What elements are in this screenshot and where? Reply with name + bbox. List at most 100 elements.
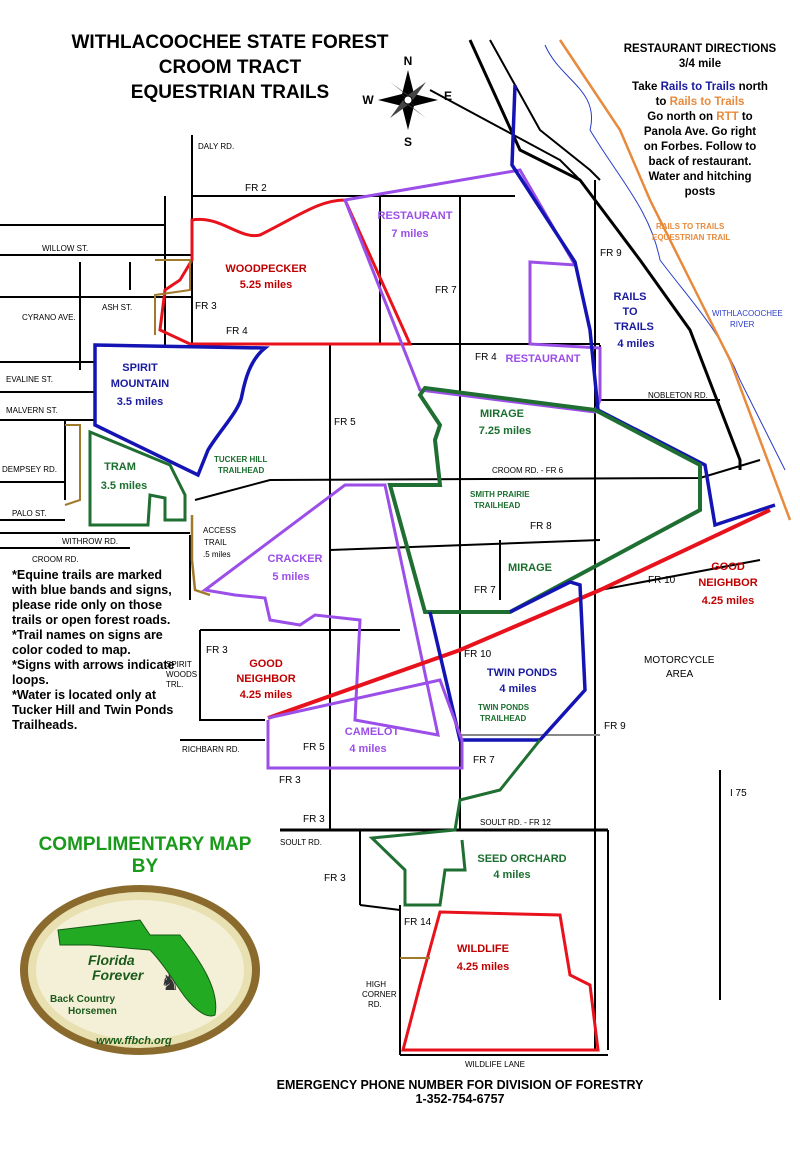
cracker-trail bbox=[201, 483, 440, 737]
road-fr7a: FR 7 bbox=[435, 285, 457, 296]
road-i75: I 75 bbox=[730, 788, 747, 799]
directions-distance: 3/4 mile bbox=[678, 58, 722, 70]
road-cyrano: CYRANO AVE. bbox=[22, 313, 76, 322]
rails-miles: 4 miles bbox=[617, 338, 654, 350]
road-fr2: FR 2 bbox=[245, 183, 267, 194]
logo-florida: Florida bbox=[88, 952, 135, 968]
rails-l2: TO bbox=[622, 306, 638, 318]
road-highcorner1: HIGH bbox=[366, 980, 386, 989]
compass-rose: N S E W bbox=[362, 54, 452, 149]
logo-back: Back Country bbox=[50, 994, 115, 1005]
gn-west-l2: NEIGHBOR bbox=[236, 673, 295, 685]
tucker-hill-2: TRAILHEAD bbox=[218, 466, 264, 475]
dir-l8: posts bbox=[684, 186, 716, 198]
rails-l3: TRAILS bbox=[614, 321, 654, 333]
rtte-2: EQUESTRIAN TRAIL bbox=[652, 233, 730, 242]
access-2: TRAIL bbox=[204, 538, 227, 547]
smith-prairie-2: TRAILHEAD bbox=[474, 501, 520, 510]
river-2: RIVER bbox=[730, 320, 755, 329]
restaurant-miles: 7 miles bbox=[391, 228, 428, 240]
cracker-miles: 5 miles bbox=[272, 571, 309, 583]
comp-line-1: COMPLIMENTARY MAP bbox=[38, 834, 252, 855]
withlacoochee-river bbox=[544, 44, 786, 471]
road-fr3c: FR 3 bbox=[279, 775, 301, 786]
dir-l1a: Take bbox=[632, 81, 661, 93]
road-soultfr12: SOULT RD. - FR 12 bbox=[480, 818, 551, 827]
title-line-1: WITHLACOOCHEE STATE FOREST bbox=[71, 32, 389, 53]
road-dempsey: DEMPSEY RD. bbox=[2, 465, 57, 474]
road-fr10a: FR 10 bbox=[648, 575, 676, 586]
comp-line-2: BY bbox=[131, 856, 159, 877]
road-fr5b: FR 5 bbox=[303, 742, 325, 753]
dir-l1c: north bbox=[735, 81, 768, 93]
compass-s: S bbox=[404, 135, 412, 149]
road-fr4a: FR 4 bbox=[226, 326, 248, 337]
dir-l3c: to bbox=[738, 111, 753, 123]
twinponds-name: TWIN PONDS bbox=[487, 667, 557, 679]
rails-trail bbox=[510, 84, 776, 528]
road-fr14: FR 14 bbox=[404, 917, 432, 928]
road-spiritwoods2: WOODS bbox=[166, 670, 197, 679]
road-fr5a: FR 5 bbox=[334, 417, 356, 428]
access-trail bbox=[190, 515, 211, 597]
road-fr4b: FR 4 bbox=[475, 352, 497, 363]
road-withrow: WITHROW RD. bbox=[62, 537, 118, 546]
road-fr8: FR 8 bbox=[530, 521, 552, 532]
note-2: *Trail names on signs are color coded to… bbox=[12, 628, 163, 657]
good-neighbor-trail bbox=[267, 508, 771, 720]
rails-to-trails-line bbox=[558, 39, 792, 521]
road-croomfr6: CROOM RD. - FR 6 bbox=[492, 466, 564, 475]
gn-east-l1: GOOD bbox=[711, 561, 745, 573]
mirage-name: MIRAGE bbox=[480, 408, 524, 420]
spirit-l1: SPIRIT bbox=[122, 362, 158, 374]
woodpecker-trail bbox=[158, 198, 413, 346]
mirage-trail bbox=[387, 385, 702, 614]
gn-east-l2: NEIGHBOR bbox=[698, 577, 757, 589]
seedorchard-name: SEED ORCHARD bbox=[477, 853, 566, 865]
road-fr3b: FR 3 bbox=[206, 645, 228, 656]
access-3: .5 miles bbox=[203, 550, 231, 559]
florida-shape bbox=[57, 919, 217, 1017]
gn-east-miles: 4.25 miles bbox=[702, 595, 755, 607]
road-fr3d: FR 3 bbox=[303, 814, 325, 825]
dir-l7: Water and hitching bbox=[648, 171, 752, 183]
complimentary-heading: COMPLIMENTARY MAP BY bbox=[10, 834, 280, 878]
wildlife-trail bbox=[401, 910, 600, 1052]
access-trail-west bbox=[64, 424, 81, 506]
twin-ponds-trail bbox=[428, 580, 587, 742]
road-evaline: EVALINE ST. bbox=[6, 375, 53, 384]
compass-e: E bbox=[444, 89, 452, 103]
compass-n: N bbox=[404, 54, 413, 68]
mirage-miles: 7.25 miles bbox=[479, 425, 532, 437]
road-fr10b: FR 10 bbox=[464, 649, 492, 660]
seedorchard-miles: 4 miles bbox=[493, 869, 530, 881]
logo-forever: Forever bbox=[92, 967, 145, 983]
map-title: WITHLACOOCHEE STATE FOREST CROOM TRACT E… bbox=[0, 30, 460, 105]
road-spiritwoods3: TRL. bbox=[166, 680, 183, 689]
emergency-footer: EMERGENCY PHONE NUMBER FOR DIVISION OF F… bbox=[200, 1078, 720, 1106]
dir-l2a: to bbox=[655, 96, 670, 108]
title-line-2: CROOM TRACT bbox=[158, 57, 302, 78]
restaurant-directions: RESTAURANT DIRECTIONS 3/4 mile Take Rail… bbox=[600, 42, 800, 200]
road-fr9b: FR 9 bbox=[604, 721, 626, 732]
smith-prairie-1: SMITH PRAIRIE bbox=[470, 490, 530, 499]
cracker-name: CRACKER bbox=[268, 553, 323, 565]
restaurant-trail bbox=[342, 168, 602, 414]
woodpecker-miles: 5.25 miles bbox=[240, 279, 293, 291]
compass-w: W bbox=[362, 93, 374, 107]
tucker-hill-1: TUCKER HILL bbox=[214, 455, 267, 464]
title-line-3: EQUESTRIAN TRAILS bbox=[130, 82, 330, 103]
woodpecker-name: WOODPECKER bbox=[225, 263, 306, 275]
twinponds-miles: 4 miles bbox=[499, 683, 536, 695]
footer-line-1: EMERGENCY PHONE NUMBER FOR DIVISION OF F… bbox=[276, 1078, 644, 1092]
road-fr7b: FR 7 bbox=[474, 585, 496, 596]
road-fr3e: FR 3 bbox=[324, 873, 346, 884]
tram-trail bbox=[88, 429, 187, 527]
gn-west-miles: 4.25 miles bbox=[240, 689, 293, 701]
note-4: *Water is located only at Tucker Hill an… bbox=[12, 688, 174, 732]
access-trail-north bbox=[154, 259, 191, 335]
camelot-name: CAMELOT bbox=[345, 726, 400, 738]
road-soult: SOULT RD. bbox=[280, 838, 322, 847]
road-fr7c: FR 7 bbox=[473, 755, 495, 766]
